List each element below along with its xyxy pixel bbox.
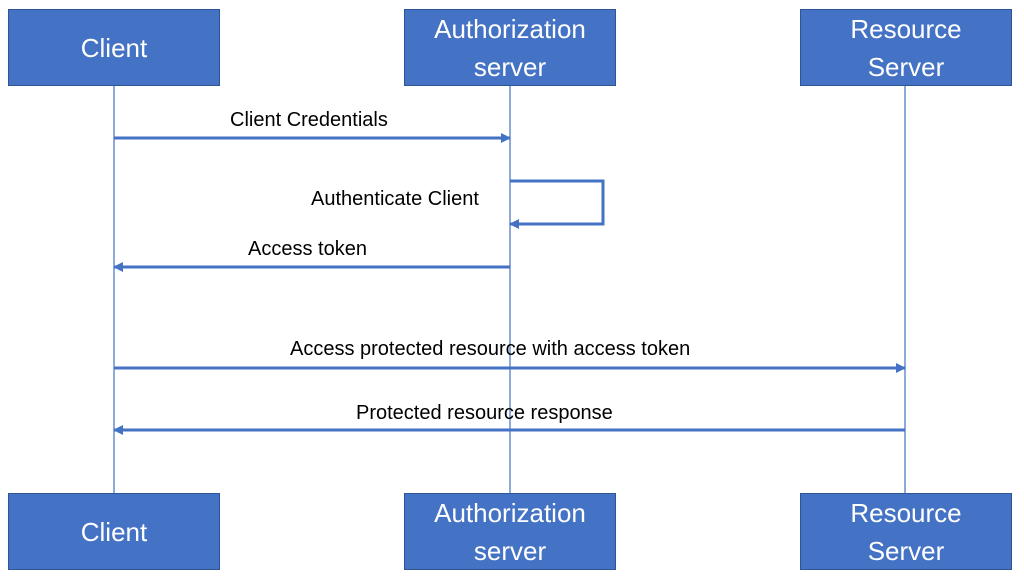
- actor-client-bottom: Client: [8, 493, 220, 570]
- label-authenticate-client: Authenticate Client: [311, 188, 479, 210]
- actor-auth-server-top-label: Authorization server: [434, 13, 586, 82]
- actor-resource-server-bottom: Resource Server: [800, 493, 1012, 570]
- label-protected-resource-response: Protected resource response: [356, 402, 613, 424]
- arrow-authenticate-client: [509, 179, 605, 229]
- actor-resource-server-top: Resource Server: [800, 9, 1012, 86]
- actor-auth-server-bottom: Authorization server: [404, 493, 616, 570]
- label-access-protected-resource: Access protected resource with access to…: [290, 338, 691, 360]
- actor-client-bottom-label: Client: [80, 516, 148, 547]
- actor-auth-server-bottom-label: Authorization server: [434, 497, 586, 566]
- actor-client-top: Client: [8, 9, 220, 86]
- actor-auth-server-top: Authorization server: [404, 9, 616, 86]
- label-client-credentials: Client Credentials: [230, 109, 388, 131]
- actor-client-top-label: Client: [80, 32, 148, 63]
- actor-resource-server-bottom-label: Resource Server: [850, 497, 962, 566]
- actor-resource-server-top-label: Resource Server: [850, 13, 962, 82]
- label-access-token: Access token: [248, 238, 367, 260]
